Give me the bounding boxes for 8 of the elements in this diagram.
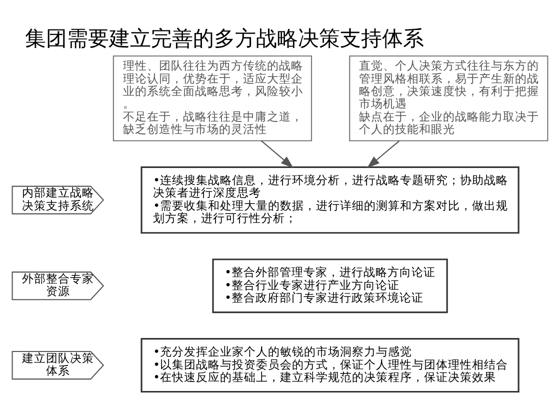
node-box: •连续搜集战略信息，进行环境分析，进行战略专题研究；协助战略决策者进行深度思考 •需要收集和处理大量的数据，进行详细的测算和方案对比，做出规划方案，进行可行性分析； xyxy=(140,166,520,234)
arrow xyxy=(366,140,400,168)
node-box: 理性、团队往往为西方传统的战略理论认同，优势在于，适应大型企业的系统全面战略思考，风险较小。 不足在于，战略往往是中庸之道，缺乏创造性与市场的灵活性 xyxy=(112,54,312,141)
node-box: 直觉、个人决策方式往往与东方的管理风格相联系，易于产生新的战略创意，决策速度快，有利于把握市场机遇 缺点在于，企业的战略能力取决于个人的技能和眼光 xyxy=(349,54,548,141)
node-box: •充分发挥企业家个人的敏锐的市场洞察力与感觉 •以集团战略与投资委员会的方式，保证个人理性与团体理性相结合 •在快速反应的基础上，建立科学规范的决策程序，保证决策效果 xyxy=(140,338,520,392)
node-box: •整合外部管理专家，进行战略方向论证 •整合行业专家进行产业方向论证 •整合政府部门专家进行政策环境论证 xyxy=(212,258,448,313)
arrow xyxy=(260,140,294,168)
diagram-title: 集团需要建立完善的多方战略决策支持体系 xyxy=(25,24,424,50)
